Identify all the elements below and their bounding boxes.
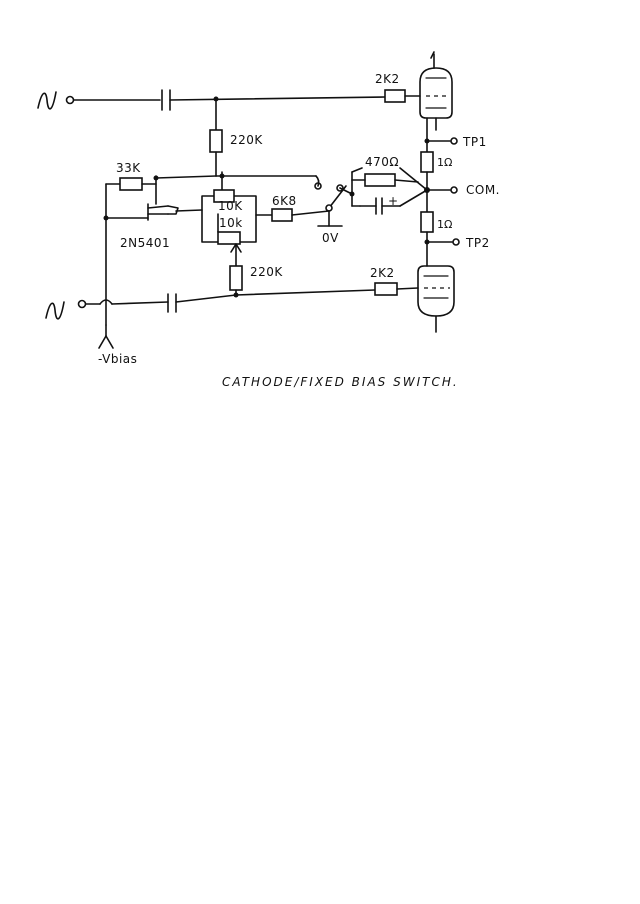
junction-vbias-transistor	[103, 215, 109, 221]
pot-upper[interactable]	[213, 189, 235, 203]
input-top-waveform-icon	[37, 91, 57, 110]
label-1ohm-bottom: 1Ω	[437, 218, 452, 231]
label-com: COM.	[466, 183, 500, 197]
valve-bottom	[417, 265, 455, 333]
label-0v: 0V	[322, 231, 339, 245]
wire-6k8-to-switch	[291, 210, 330, 216]
resistor-1ohm-bottom	[420, 211, 434, 233]
resistor-470-lead-right	[394, 179, 419, 183]
resistor-2k2-bottom	[374, 282, 398, 296]
label-6k8: 6K8	[272, 194, 297, 208]
resistor-33k	[119, 177, 143, 191]
input-top-terminal	[65, 95, 75, 105]
input-bottom-terminal	[77, 299, 87, 309]
pot-lower[interactable]	[217, 231, 241, 245]
switch-common[interactable]	[325, 204, 333, 212]
label-220k-bottom: 220K	[250, 265, 283, 279]
label-tp1: TP1	[462, 135, 487, 149]
bottom-grid-lead	[396, 287, 419, 290]
transistor-2n5401	[105, 203, 203, 221]
input-bottom	[45, 299, 87, 320]
wire-crossover	[99, 299, 113, 305]
switch-lever[interactable]	[328, 185, 347, 209]
label-pot-upper: 10K	[218, 199, 243, 213]
resistor-6k8	[271, 208, 293, 222]
label-2k2-bottom: 2K2	[370, 266, 395, 280]
label-transistor: 2N5401	[120, 236, 170, 250]
wire-to-switch-fixed	[315, 175, 320, 187]
wire-33k-to-pot	[155, 175, 217, 179]
bias-switch[interactable]	[314, 182, 353, 212]
top-grid-wire	[169, 96, 386, 101]
label-2k2-top: 2K2	[375, 72, 400, 86]
resistor-470	[364, 173, 396, 187]
label-cap-plus: +	[388, 194, 399, 208]
label-tp2: TP2	[465, 236, 490, 250]
cathode-bypass-capacitor	[359, 197, 401, 215]
bottom-grid-wire-2	[235, 289, 376, 296]
label-vbias: -Vbias	[98, 352, 137, 366]
bottom-coupling-capacitor	[167, 293, 177, 313]
cathode-bias-network	[351, 167, 428, 207]
input-top	[37, 91, 75, 110]
com-terminal[interactable]	[450, 186, 458, 194]
valve-top	[419, 51, 453, 131]
diagram-title: CATHODE/FIXED BIAS SWITCH.	[222, 375, 459, 389]
tp1-terminal[interactable]	[450, 137, 458, 145]
top-coupling-capacitor	[161, 89, 171, 111]
resistor-1ohm-top	[420, 151, 434, 173]
label-220k-top: 220K	[230, 133, 263, 147]
label-470: 470Ω	[365, 155, 399, 169]
bottom-input-wire-2	[111, 301, 169, 305]
label-1ohm-top: 1Ω	[437, 156, 452, 169]
resistor-220k-bottom	[229, 265, 243, 291]
resistor-2k2-top	[384, 89, 406, 103]
label-33k: 33K	[116, 161, 141, 175]
tp2-terminal[interactable]	[452, 238, 460, 246]
bottom-grid-wire	[175, 294, 237, 303]
label-pot-lower: 10k	[219, 216, 243, 230]
pot-lower-wiper-arrow	[230, 243, 242, 253]
vbias-terminal	[98, 324, 114, 349]
input-bottom-waveform-icon	[45, 301, 65, 320]
resistor-220k-top	[209, 129, 223, 153]
